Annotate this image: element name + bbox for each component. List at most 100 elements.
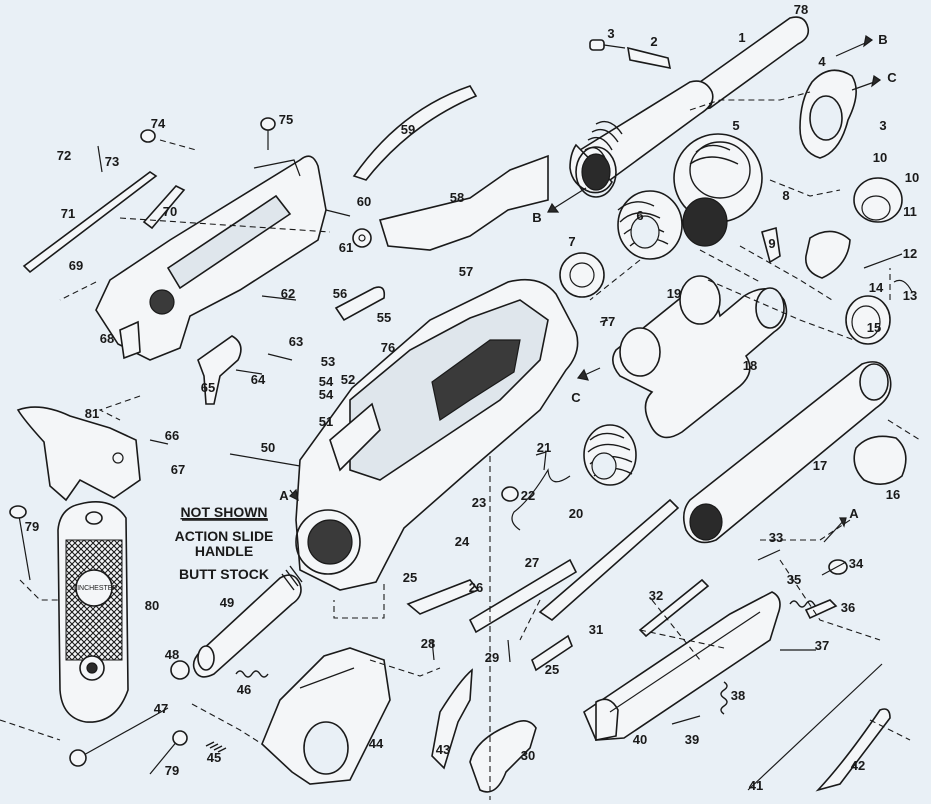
plate-part (378, 154, 549, 251)
note-line-3: BUTT STOCK (179, 566, 269, 582)
part-number-callouts: 1233456789101011121314151617181920212223… (25, 2, 919, 793)
part-number-41: 41 (749, 778, 763, 793)
part-number-64: 64 (251, 372, 266, 387)
part-number-70: 70 (163, 204, 177, 219)
part-number-12: 12 (903, 246, 917, 261)
trigger-guard-part (261, 647, 391, 785)
part-number-32: 32 (649, 588, 663, 603)
part-number-18: 18 (743, 358, 757, 373)
part-number-42: 42 (851, 758, 865, 773)
part-number-22: 22 (521, 488, 535, 503)
part-number-79: 79 (25, 519, 39, 534)
action-tube-part (682, 361, 892, 544)
part-number-26: 26 (469, 580, 483, 595)
part-number-52: 52 (341, 372, 355, 387)
part-number-75: 75 (279, 112, 293, 127)
part-number-2: 2 (650, 34, 657, 49)
part-number-62: 62 (281, 286, 295, 301)
latch-part (761, 226, 781, 264)
part-number-54: 54 (319, 374, 334, 389)
butt-plate-emblem-text: WINCHESTER (70, 585, 117, 592)
part-number-71: 71 (61, 206, 75, 221)
part-number-10: 10 (873, 150, 887, 165)
reference-letter-C: C (887, 70, 897, 85)
part-number-55: 55 (377, 310, 391, 325)
magazine-plug-part (192, 565, 303, 678)
part-number-30: 30 (521, 748, 535, 763)
part-number-29: 29 (485, 650, 499, 665)
part-number-11: 11 (903, 204, 917, 219)
part-number-19: 19 (667, 286, 681, 301)
follower-part (612, 275, 788, 439)
part-number-10: 10 (905, 170, 919, 185)
part-number-69: 69 (69, 258, 83, 273)
spring-part-6 (617, 190, 683, 260)
part-number-34: 34 (849, 556, 864, 571)
part-number-66: 66 (165, 428, 179, 443)
part-number-59: 59 (401, 122, 415, 137)
note-line-1: ACTION SLIDE (175, 528, 274, 544)
part-number-16: 16 (886, 487, 900, 502)
part-number-15: 15 (867, 320, 881, 335)
part-number-20: 20 (569, 506, 583, 521)
part-number-80: 80 (145, 598, 159, 613)
part-number-25: 25 (545, 662, 559, 677)
part-number-76: 76 (381, 340, 395, 355)
part-number-39: 39 (685, 732, 699, 747)
part-number-81: 81 (85, 406, 99, 421)
part-number-33: 33 (769, 530, 783, 545)
note-title: NOT SHOWN (180, 504, 267, 520)
reference-letter-A: A (279, 488, 289, 503)
barrel-part (569, 80, 714, 198)
part-number-51: 51 (319, 414, 333, 429)
part-number-60: 60 (357, 194, 371, 209)
carrier-block-part (583, 591, 781, 741)
part-number-43: 43 (436, 742, 450, 757)
part-number-23: 23 (472, 495, 486, 510)
part-number-78: 78 (794, 2, 808, 17)
reference-letter-B: B (878, 32, 887, 47)
part-number-25: 25 (403, 570, 417, 585)
receiver-part (295, 278, 579, 591)
part-number-9: 9 (768, 236, 775, 251)
reference-arrows (288, 35, 882, 543)
part-number-48: 48 (165, 647, 179, 662)
part-number-17: 17 (813, 458, 827, 473)
magazine-spring-part (511, 424, 637, 531)
sear-part (16, 406, 141, 502)
part-number-13: 13 (903, 288, 917, 303)
part-number-47: 47 (154, 701, 168, 716)
part-number-44: 44 (369, 736, 384, 751)
band-part (799, 69, 857, 159)
butt-plate-part: WINCHESTER (57, 501, 129, 723)
part-number-67: 67 (171, 462, 185, 477)
part-number-58: 58 (450, 190, 464, 205)
part-number-40: 40 (633, 732, 647, 747)
trigger-part (197, 335, 242, 405)
part-number-7: 7 (568, 234, 575, 249)
carrier-part (95, 155, 327, 361)
part-number-57: 57 (459, 264, 473, 279)
part-number-3: 3 (879, 118, 886, 133)
part-number-35: 35 (787, 572, 801, 587)
part-number-3: 3 (607, 26, 614, 41)
split-ring-part (853, 435, 907, 485)
reference-letter-C: C (571, 390, 581, 405)
part-number-50: 50 (261, 440, 275, 455)
part-number-49: 49 (220, 595, 234, 610)
ring-part-7 (559, 252, 605, 298)
part-number-54: 54 (319, 387, 334, 402)
spring-bar-part (352, 85, 478, 181)
part-number-4: 4 (818, 54, 826, 69)
slide-part (469, 720, 537, 793)
note-line-2: HANDLE (195, 543, 253, 559)
ring-part (673, 133, 763, 247)
ring-part-15 (845, 295, 891, 345)
part-number-53: 53 (321, 354, 335, 369)
part-number-46: 46 (237, 682, 251, 697)
part-number-14: 14 (869, 280, 884, 295)
collar-part (853, 177, 903, 223)
part-number-74: 74 (151, 116, 166, 131)
